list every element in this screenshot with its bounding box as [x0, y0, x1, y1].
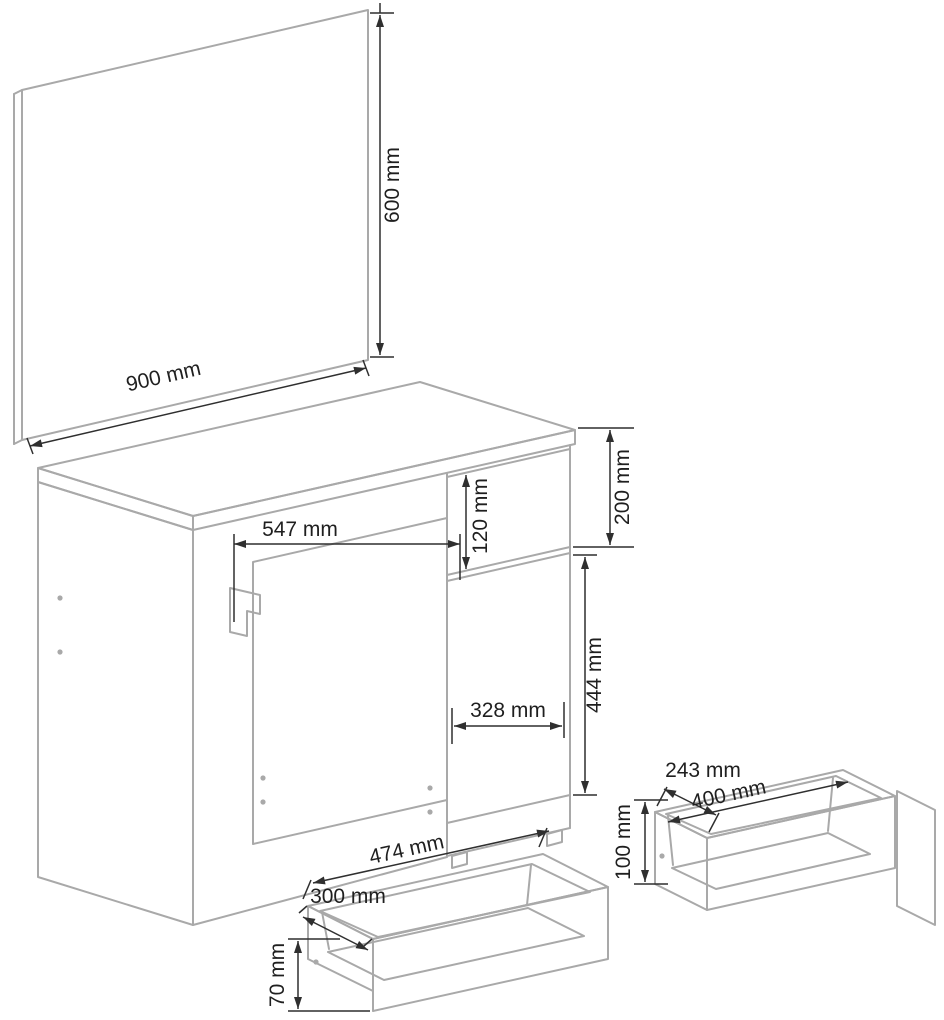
dim-label-top-section-height: 200 mm [611, 449, 634, 525]
dimension-line [302, 916, 369, 951]
cabinet-door [446, 552, 571, 824]
dimension-knee-space-width: 547 mm [233, 518, 461, 622]
dimension-mirror-height: 600 mm [370, 3, 404, 358]
dim-label-knee-space-width: 547 mm [262, 518, 338, 541]
support-bracket [229, 587, 261, 637]
left-panel-face [37, 481, 194, 926]
dim-label-top-drawer-height: 120 mm [469, 478, 492, 554]
extension-tick [708, 812, 720, 833]
dimension-small-drawer-width: 400 mm [667, 775, 849, 824]
drawer-front-panel [372, 886, 609, 1012]
drawer-inner-corner [526, 864, 532, 906]
shelf-pin-hole [427, 785, 433, 791]
dim-label-large-drawer-width: 474 mm [367, 830, 446, 869]
knee-space [192, 517, 448, 926]
mirror-edge-top-connector [13, 89, 23, 95]
dimension-top-drawer-height: 120 mm [462, 475, 492, 569]
drawer-side-hole [659, 853, 665, 859]
mirror-panel [13, 9, 369, 445]
dimension-line [312, 829, 550, 885]
drawer-inner-bottom [671, 832, 871, 890]
dim-label-small-drawer-height: 100 mm [612, 804, 635, 880]
dim-label-tabletop-width: 900 mm [124, 357, 203, 396]
mirror-front-face [21, 9, 369, 441]
dimension-large-drawer-depth: 300 mm [298, 885, 386, 951]
drawer-inner-bottom [327, 907, 585, 981]
dimension-line [667, 780, 849, 824]
dimension-large-drawer-height: 70 mm [266, 938, 370, 1012]
dimension-small-drawer-height: 100 mm [612, 799, 668, 885]
dim-label-mirror-height: 600 mm [381, 147, 404, 223]
open-drawer-large [307, 853, 609, 1012]
desktop-left-edge [37, 467, 194, 531]
desktop-front-edge [192, 429, 576, 531]
mirror-edge-bottom-connector [13, 439, 23, 445]
dim-label-small-drawer-depth: 243 mm [665, 759, 741, 782]
dimension-line [29, 366, 367, 448]
drawer-front-panel [896, 790, 936, 926]
dim-label-large-drawer-depth: 300 mm [310, 885, 386, 908]
cam-hole [57, 595, 63, 601]
drawer-side-hole [313, 959, 319, 965]
cabinet-foot [546, 829, 563, 847]
cabinet-foot [451, 851, 468, 869]
drawer-inner-corner [667, 815, 674, 866]
shelf-pin-hole [260, 775, 266, 781]
dimension-door-width: 328 mm [451, 699, 565, 744]
dim-label-door-height: 444 mm [583, 637, 606, 713]
dimension-door-height: 444 mm [573, 554, 606, 796]
shelf-pin-hole [427, 809, 433, 815]
dimension-top-section-height: 200 mm [573, 427, 634, 548]
dim-label-door-width: 328 mm [470, 699, 546, 722]
left-side-panel [37, 481, 194, 926]
extension-tick [302, 879, 312, 900]
extension-tick [298, 905, 308, 914]
shelf-pin-hole [260, 799, 266, 805]
dim-label-large-drawer-height: 70 mm [266, 943, 289, 1007]
cam-hole [57, 649, 63, 655]
back-panel [252, 517, 448, 845]
extension-tick [538, 827, 548, 848]
